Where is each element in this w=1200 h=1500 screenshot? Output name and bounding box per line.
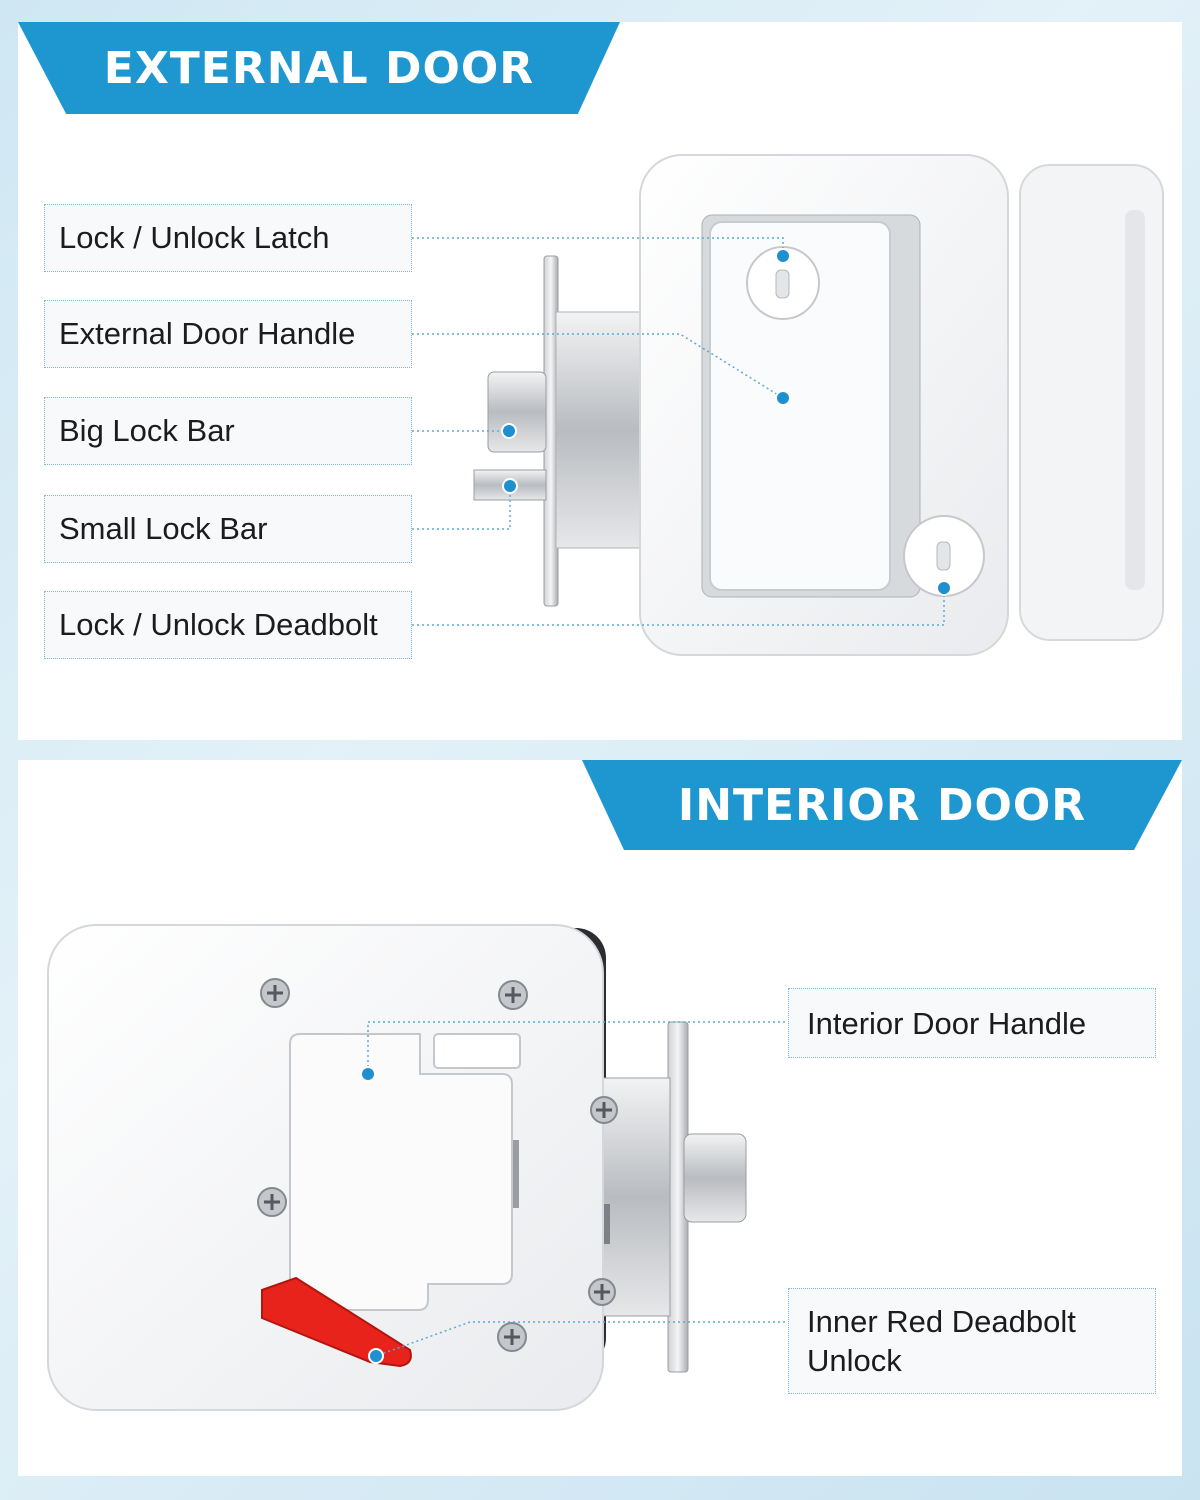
label-lock-unlock-latch: Lock / Unlock Latch <box>44 204 412 272</box>
callout-dots <box>360 248 952 1364</box>
label-lock-unlock-deadbolt: Lock / Unlock Deadbolt <box>44 591 412 659</box>
label-small-lock-bar: Small Lock Bar <box>44 495 412 563</box>
label-interior-door-handle-text: Interior Door Handle <box>807 1005 1087 1041</box>
interior-lock-image <box>47 924 747 1411</box>
external-lock-image <box>473 154 1164 656</box>
label-external-door-handle: External Door Handle <box>44 300 412 368</box>
external-door-title: EXTERNAL DOOR <box>18 22 620 114</box>
label-interior-door-handle: Interior Door Handle <box>788 988 1156 1058</box>
label-big-lock-bar: Big Lock Bar <box>44 397 412 465</box>
callout-lines <box>367 237 945 1357</box>
interior-door-title: INTERIOR DOOR <box>582 760 1182 850</box>
label-inner-red-deadbolt-line2: Unlock <box>807 1343 902 1378</box>
label-inner-red-deadbolt-unlock: Inner Red Deadbolt Unlock <box>788 1288 1156 1394</box>
label-inner-red-deadbolt-line1: Inner Red Deadbolt <box>807 1304 1076 1339</box>
